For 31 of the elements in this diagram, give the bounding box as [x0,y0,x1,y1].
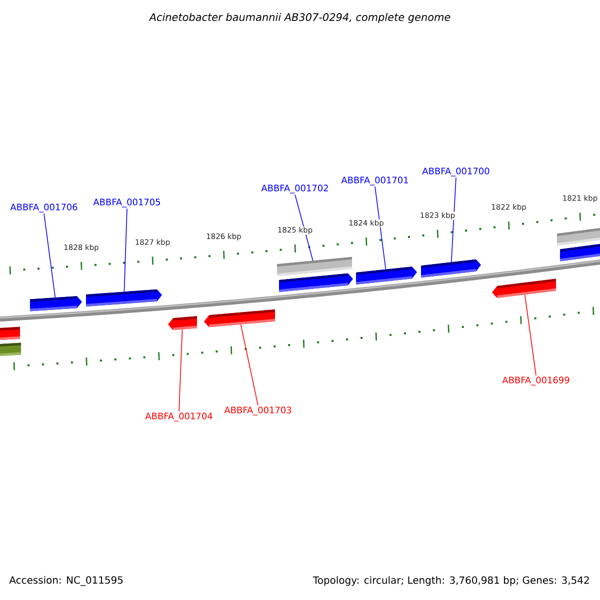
gene-feature [279,273,353,292]
gene-feature [492,278,556,298]
gene-label: ABBFA_001705 [93,198,160,208]
footer-text: Accession: NC_011595 [9,576,123,586]
gene-bar [277,256,352,276]
leader-line [44,213,56,298]
leader-line [524,294,536,376]
gene-feature [168,316,197,330]
title: Acinetobacter baumannii AB307-0294, complete genome [148,12,450,24]
gene-bar [0,342,21,356]
leader-line [124,208,128,292]
gene-feature [560,244,600,262]
gene-feature [30,296,82,312]
gene-label: ABBFA_001700 [422,168,490,176]
footer-text: Topology: circular; Length: 3,760,981 bp; Genes: 3,542 [312,576,589,586]
leader-line [240,324,258,406]
gene-feature [356,266,417,285]
leader-line [178,329,183,412]
gene-feature [86,289,162,307]
leader-line [374,186,386,270]
gene-label: ABBFA_001704 [145,412,212,422]
gene-feature [421,259,481,278]
gene-label: ABBFA_001703 [224,406,292,416]
leader-line [450,177,456,262]
gene-feature [204,309,275,328]
gene-label: ABBFA_001701 [341,176,408,186]
gene-feature [0,326,20,340]
gene-label: ABBFA_001706 [10,204,78,212]
gene-bar [557,227,600,246]
gene-label: ABBFA_001702 [261,184,328,194]
gene-label: ABBFA_001699 [502,376,570,386]
